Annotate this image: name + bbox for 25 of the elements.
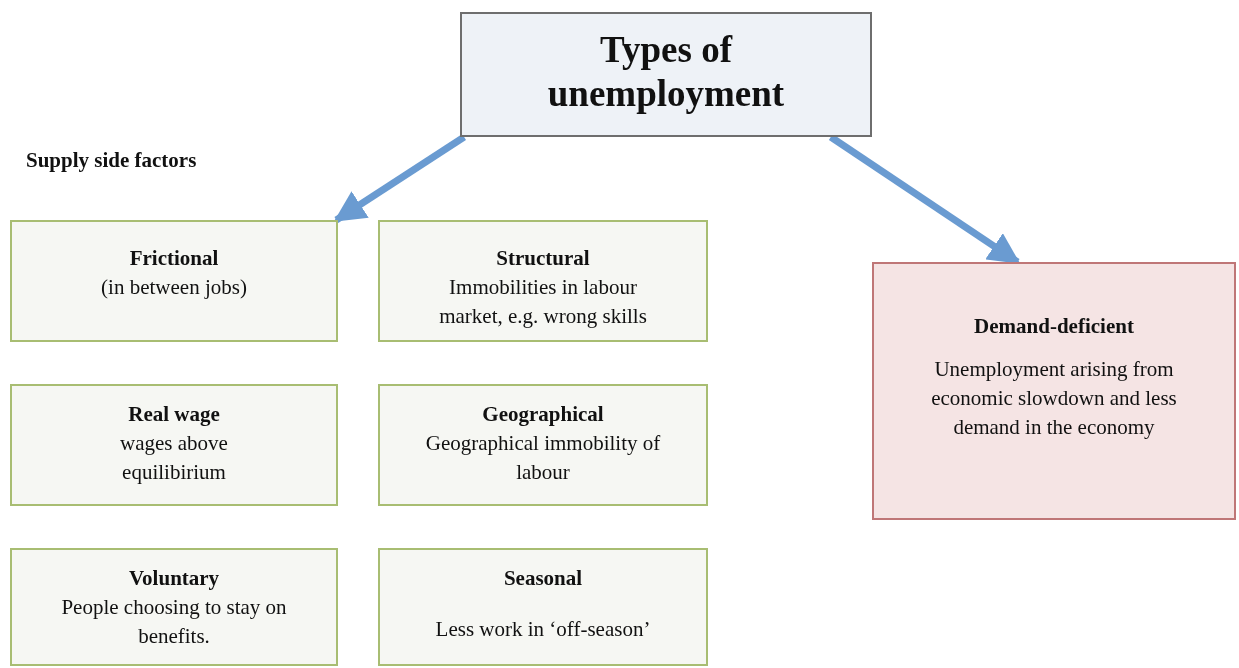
category-description: Immobilities in labour market, e.g. wrong skills (438, 274, 648, 330)
category-heading: Real wage (128, 401, 220, 428)
title-box (460, 12, 872, 137)
category-description: (in between jobs) (101, 274, 247, 301)
group-heading: Supply side factors (26, 148, 197, 173)
category-heading: Seasonal (503, 565, 583, 592)
category-description: People choosing to stay on benefits. (60, 594, 288, 650)
category-heading: Geographical (482, 401, 604, 428)
arrow (333, 134, 467, 223)
category-description: wages above equilibirium (119, 430, 229, 486)
category-heading: Frictional (129, 245, 219, 272)
title-text: Types of unemployment (546, 28, 786, 116)
category-heading: Voluntary (128, 565, 220, 592)
category-box (10, 548, 338, 666)
category-heading: Demand-deficient (974, 313, 1134, 340)
category-heading: Structural (496, 245, 590, 272)
category-box (378, 384, 708, 506)
category-description: Less work in ‘off-season’ (435, 616, 651, 643)
category-box (378, 220, 708, 342)
category-box (872, 262, 1236, 520)
category-description: Geographical immobility of labour (424, 430, 662, 486)
category-box (10, 220, 338, 342)
category-box (378, 548, 708, 666)
category-description: Unemployment arising from economic slowdown and less demand in the economy (930, 356, 1178, 441)
category-box (10, 384, 338, 506)
